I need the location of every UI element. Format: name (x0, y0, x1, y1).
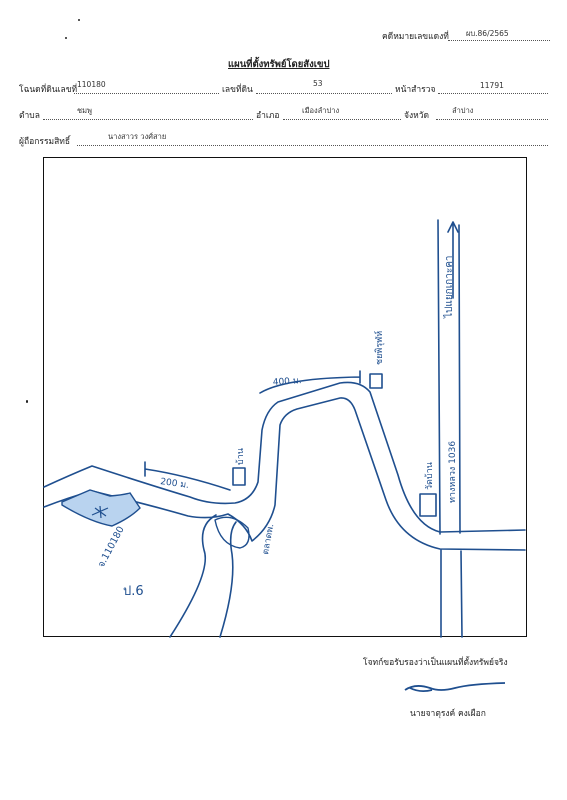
market-landmark-label: ตลาดพ. (261, 523, 276, 555)
province-line (436, 119, 548, 120)
province-value: ลำปาง (452, 106, 474, 115)
survey-page-label: หน้าสำรวจ (395, 85, 436, 95)
owner-value: นางสาวร วงศ์สาย (108, 132, 167, 141)
house-box (232, 467, 246, 486)
document-title: แผนที่ตั้งทรัพย์โดยสังเขป (228, 59, 330, 70)
subject-parcel (61, 489, 141, 527)
case-number-line (448, 40, 550, 41)
highway-label: ไปแยกเกาะคา (443, 256, 455, 320)
survey-page-value: 11791 (480, 81, 504, 90)
district-value: เมืองลำปาง (302, 106, 340, 115)
deed-line (74, 93, 219, 94)
district-label: อำเภอ (256, 111, 280, 121)
south-road-edge-left (169, 514, 217, 638)
owner-line (77, 145, 548, 146)
temple-landmark-label: วัดบ้าน (424, 462, 435, 490)
parcel-mark-label: ป.6 (123, 584, 144, 599)
parcel-label: จ.110180 (96, 525, 127, 570)
deed-label: โฉนดที่ดินเลขที่ (19, 85, 78, 95)
case-number-value: ผบ.86/2565 (466, 29, 509, 38)
main-road-edge-top (43, 381, 526, 533)
subdistrict-label: ตำบล (19, 111, 40, 121)
distance-200-label: 200 ม. (160, 477, 190, 491)
highway-edge-right (458, 224, 461, 534)
map-frame (43, 157, 527, 637)
highway-edge-right-south (460, 550, 463, 638)
land-number-line (256, 93, 392, 94)
owner-label: ผู้ถือกรรมสิทธิ์ (19, 137, 71, 147)
signer-name: นายจาตุรงค์ คงเผือก (410, 709, 486, 719)
bridge-landmark-label: ชยพิรุฬห์ (373, 331, 385, 365)
land-number-label: เลขที่ดิน (222, 85, 253, 95)
south-road-edge-right (219, 521, 237, 638)
subdistrict-value: ชมพู (77, 106, 92, 115)
subdistrict-line (43, 119, 253, 120)
scan-speck (78, 19, 80, 21)
temple-box (419, 493, 437, 517)
highway-arrow (447, 221, 459, 299)
province-label: จังหวัด (404, 111, 430, 121)
scan-speck (26, 400, 28, 403)
survey-page-line (438, 93, 548, 94)
land-number-value: 53 (313, 79, 323, 88)
bridge-house-box (369, 373, 383, 389)
scan-speck (65, 37, 67, 39)
district-line (283, 119, 401, 120)
highway-number: ทางหลวง 1036 (448, 441, 458, 503)
dist-400-marker (259, 370, 361, 394)
certification-text: โจทก์ขอรับรองว่าเป็นแผนที่ตั้งทรัพย์จริง (363, 658, 508, 668)
road-island (214, 516, 250, 549)
signature-scribble (404, 682, 506, 693)
house-landmark-label: บ้าน (235, 448, 246, 465)
deed-value: 110180 (77, 80, 106, 89)
distance-400-label: 400 ม. (273, 376, 302, 388)
parcel-mark-icon (91, 505, 109, 519)
dist-200-marker (144, 461, 231, 491)
case-number-label: คดีหมายเลขแดงที่ (382, 32, 449, 42)
highway-edge-left (437, 219, 441, 535)
